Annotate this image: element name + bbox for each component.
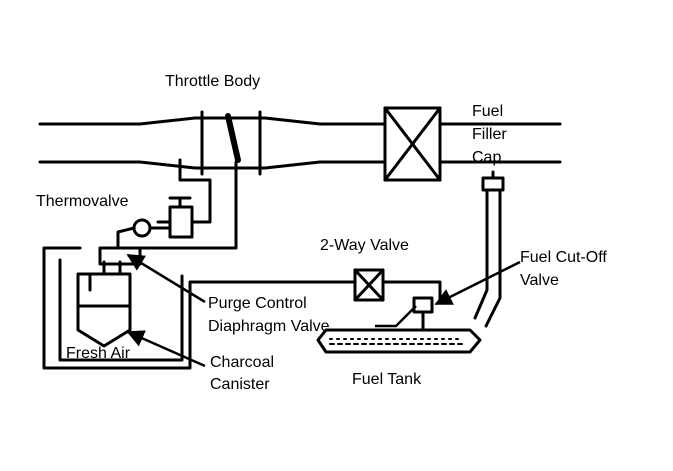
label-fuel-cutoff-valve-line1: Fuel Cut-Off	[520, 249, 607, 266]
air-filter	[383, 106, 442, 182]
label-throttle-body: Throttle Body	[165, 73, 261, 90]
label-purge-control-line2: Diaphragm Valve	[208, 318, 330, 335]
label-charcoal-canister-line2: Canister	[210, 376, 270, 393]
label-fuel-filler-cap-line2: Filler	[472, 126, 507, 143]
label-fuel-filler-cap-line1: Fuel	[472, 103, 504, 120]
label-thermovalve: Thermovalve	[36, 193, 129, 210]
two-way-valve	[353, 268, 442, 302]
hose-throttle-thermovalve	[178, 158, 212, 224]
label-fuel-tank: Fuel Tank	[352, 371, 422, 388]
label-fuel-filler-cap-line3: Cap	[472, 149, 502, 166]
throttle-body-duct	[38, 110, 562, 176]
hose-throttle-purge	[138, 160, 238, 250]
label-two-way-valve: 2-Way Valve	[320, 237, 409, 254]
thermovalve	[116, 196, 194, 250]
fuel-filler-neck	[473, 170, 505, 328]
label-purge-control-line1: Purge Control	[208, 295, 307, 312]
charcoal-canister	[76, 260, 132, 348]
hose-canister-vent	[42, 246, 357, 370]
label-fuel-cutoff-valve-line2: Valve	[520, 272, 559, 289]
label-fresh-air: Fresh Air	[66, 345, 131, 362]
fuel-tank	[316, 328, 482, 354]
fuel-cutoff-valve	[412, 296, 434, 330]
label-charcoal-canister-line1: Charcoal	[210, 354, 275, 371]
